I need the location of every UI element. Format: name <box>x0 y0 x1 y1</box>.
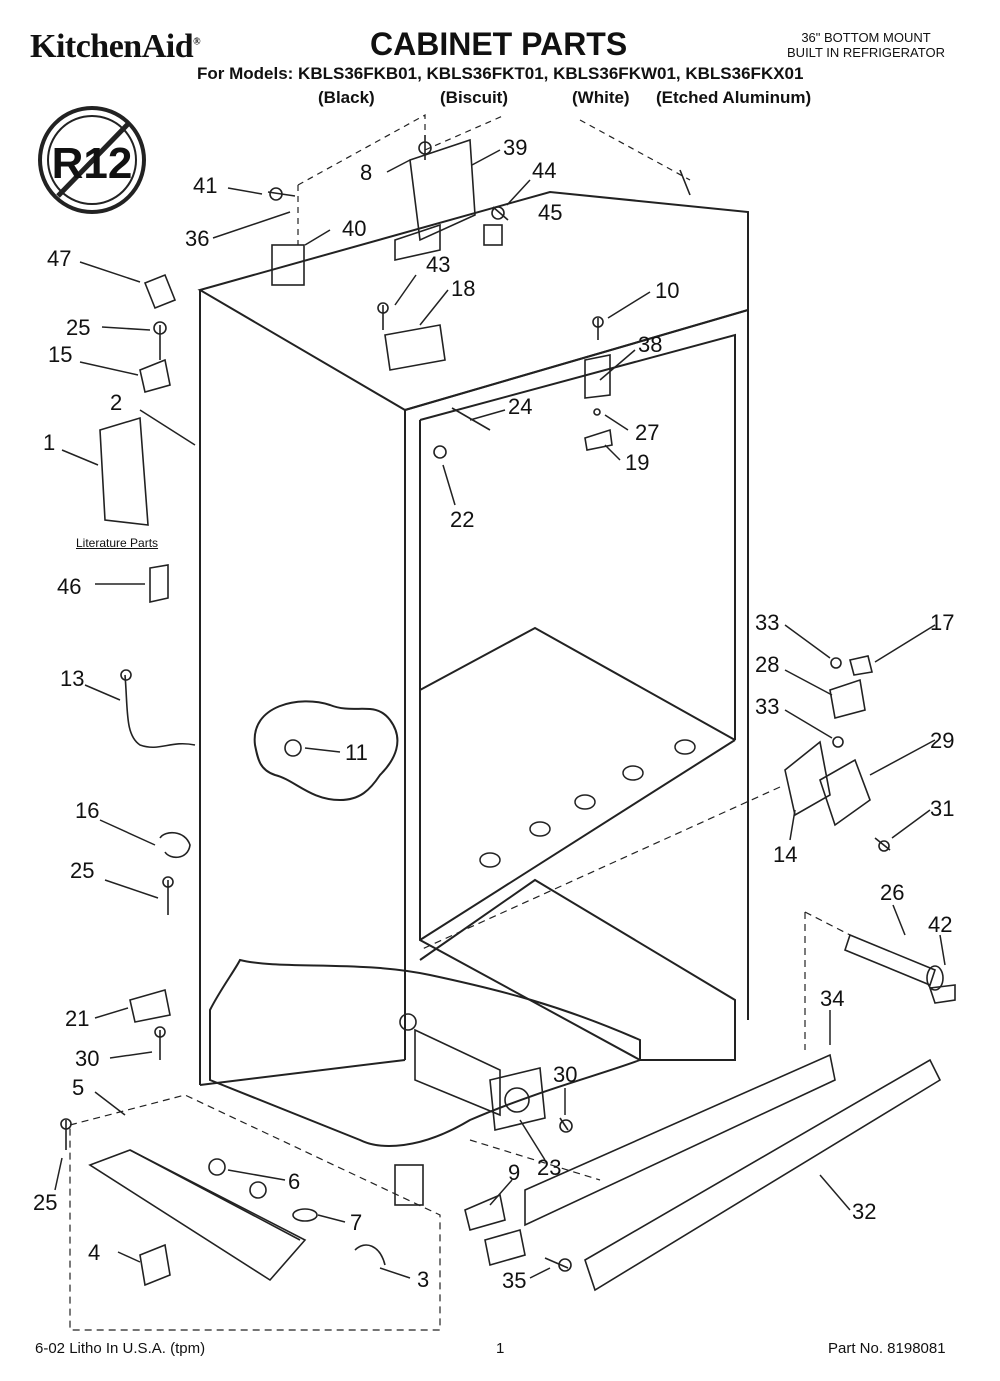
callout-28: 28 <box>755 652 779 677</box>
insulation-cutaway <box>253 700 399 802</box>
callout-35: 35 <box>502 1268 526 1293</box>
callout-43: 43 <box>426 252 450 277</box>
callout-42: 42 <box>928 912 952 937</box>
callout-23: 23 <box>537 1155 561 1180</box>
callout-36: 36 <box>185 226 209 251</box>
callout-21: 21 <box>65 1006 89 1031</box>
callout-31: 31 <box>930 796 954 821</box>
model-list: For Models: KBLS36FKB01, KBLS36FKT01, KB… <box>197 64 804 83</box>
callout-7: 7 <box>350 1210 362 1235</box>
callout-2: 2 <box>110 390 122 415</box>
callout-9: 9 <box>508 1160 520 1185</box>
callout-19: 19 <box>625 450 649 475</box>
callout-24: 24 <box>508 394 532 419</box>
callout-11: 11 <box>345 740 368 765</box>
callout-3: 3 <box>417 1267 429 1292</box>
callout-34: 34 <box>820 986 844 1011</box>
lower-left-assembly <box>88 1149 424 1287</box>
footer-part-number: Part No. 8198081 <box>828 1340 946 1357</box>
r12-badge-text: R12 <box>52 139 133 188</box>
machine-compartment-panel <box>209 958 641 1147</box>
callout-arrows <box>54 149 946 1279</box>
left-parts <box>60 273 302 1150</box>
callout-33a: 33 <box>755 610 779 635</box>
callout-25a: 25 <box>66 315 90 340</box>
right-dashed-lines <box>419 786 851 1181</box>
callout-10: 10 <box>655 278 679 303</box>
lower-assembly-dashed-box <box>69 1094 441 1331</box>
callout-29: 29 <box>930 728 954 753</box>
cabinet-outline <box>197 190 749 1086</box>
callout-14: 14 <box>773 842 797 867</box>
brand-name: KitchenAid <box>30 28 194 65</box>
callout-1: 1 <box>43 430 55 455</box>
callout-44: 44 <box>532 158 556 183</box>
hinge-assembly <box>784 655 891 852</box>
subtitle-line-1: 36" BOTTOM MOUNT <box>801 30 931 45</box>
variant-biscuit: (Biscuit) <box>440 88 508 107</box>
no-r12-badge <box>38 106 146 214</box>
callout-4: 4 <box>88 1240 100 1265</box>
callout-46: 46 <box>57 574 81 599</box>
callout-32: 32 <box>852 1199 876 1224</box>
callout-13: 13 <box>60 666 84 691</box>
variant-etched-aluminum: (Etched Aluminum) <box>656 88 812 107</box>
callout-15: 15 <box>48 342 72 367</box>
callout-17: 17 <box>930 610 954 635</box>
center-lower-parts <box>399 1013 573 1231</box>
top-components <box>267 135 691 459</box>
variant-white: (White) <box>572 88 630 107</box>
reference-lines <box>297 113 691 245</box>
subtitle-line-2: BUILT IN REFRIGERATOR <box>787 45 945 60</box>
callout-22: 22 <box>450 507 474 532</box>
callout-38: 38 <box>638 332 662 357</box>
divider-holes <box>479 739 696 868</box>
callout-30b: 30 <box>553 1062 577 1087</box>
page-title: CABINET PARTS <box>370 26 628 62</box>
callout-8: 8 <box>360 160 372 185</box>
callout-25c: 25 <box>33 1190 57 1215</box>
callout-45: 45 <box>538 200 562 225</box>
callout-33b: 33 <box>755 694 779 719</box>
callout-27: 27 <box>635 420 659 445</box>
brand-logo: KitchenAid® <box>30 28 201 65</box>
callout-labels: 41 8 39 44 45 36 40 47 43 18 10 38 25 15… <box>33 135 954 1293</box>
callout-18: 18 <box>451 276 475 301</box>
literature-parts-label: Literature Parts <box>76 536 159 550</box>
footer-page-number: 1 <box>496 1340 505 1357</box>
variant-black: (Black) <box>318 88 375 107</box>
callout-39: 39 <box>503 135 527 160</box>
callout-5: 5 <box>72 1075 84 1100</box>
callout-30a: 30 <box>75 1046 99 1071</box>
callout-47: 47 <box>47 246 71 271</box>
callout-25b: 25 <box>70 858 94 883</box>
callout-6: 6 <box>288 1169 300 1194</box>
callout-41: 41 <box>193 173 217 198</box>
callout-16: 16 <box>75 798 99 823</box>
product-subtitle: 36" BOTTOM MOUNT BUILT IN REFRIGERATOR <box>766 30 966 60</box>
callout-40: 40 <box>342 216 366 241</box>
right-lower-parts <box>484 933 956 1292</box>
callout-26: 26 <box>880 880 904 905</box>
footer-print-info: 6-02 Litho In U.S.A. (tpm) <box>35 1340 206 1357</box>
